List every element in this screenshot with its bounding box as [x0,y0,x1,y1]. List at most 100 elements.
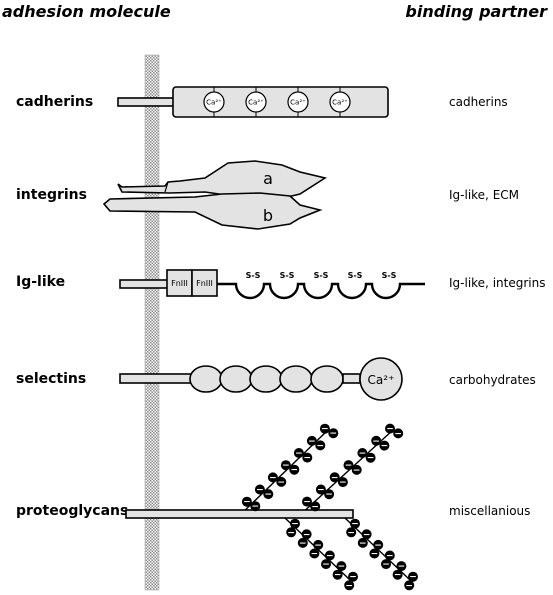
disulfide-label: S-S [314,271,329,280]
negative-charge-sign: − [321,425,329,435]
negative-charge-sign: − [311,550,319,560]
negative-charge-bead [408,571,418,582]
negative-charge-bead [365,452,376,463]
negative-charge-bead [315,440,326,451]
negative-charge-sign: − [287,528,295,538]
negative-charge-bead [344,580,355,591]
cadherin-molecule: Ca²⁺ Ca²⁺ Ca²⁺ Ca²⁺ [117,86,389,118]
negative-charge-bead [306,435,317,446]
fniii-domain-label: FnIII [171,279,188,288]
integrin-a-label: a [263,169,273,188]
negative-charge-bead [381,559,391,570]
negative-charge-bead [289,464,300,475]
negative-charge-bead [357,537,368,548]
negative-charge-sign: − [322,560,330,570]
negative-charge-sign: − [381,442,389,452]
negative-charge-bead [286,527,297,538]
negative-charge-sign: − [382,560,390,570]
header-adhesion-molecule: adhesion molecule [2,2,171,21]
proteoglycan-molecule: −−−−−−−−−−−−−−−−−−−−−−−−−−−−−−−−−−−−−−−−… [125,423,418,591]
negative-charge-sign: − [405,581,413,591]
negative-charge-sign: − [386,552,394,562]
negative-charge-bead [404,580,415,591]
negative-charge-sign: − [291,520,299,530]
negative-charge-sign: − [347,528,355,538]
negative-charge-sign: − [291,466,299,476]
label-integrins: integrins [16,187,87,203]
negative-charge-bead [328,428,339,439]
negative-charge-bead [336,561,347,572]
negative-charge-sign: − [278,478,286,488]
negative-charge-bead [321,559,331,570]
negative-charge-sign: − [331,473,339,483]
negative-charge-bead [267,472,278,483]
negative-charge-bead [343,460,354,471]
negative-charge-sign: − [394,429,402,439]
negative-charge-bead [293,448,304,458]
negative-charge-sign: − [345,461,353,471]
disulfide-label: S-S [382,271,397,280]
negative-charge-sign: − [299,539,307,549]
calcium-label: Ca²⁺ [248,99,264,107]
negative-charge-sign: − [326,552,334,562]
disulfide-label: S-S [348,271,363,280]
negative-charge-sign: − [304,454,312,464]
negative-charge-sign: − [339,478,347,488]
negative-charge-bead [324,489,335,500]
integrin-b-label: b [263,206,273,225]
negative-charge-bead [302,452,313,463]
negative-charge-sign: − [256,486,264,496]
negative-charge-bead [280,460,291,471]
negative-charge-bead [346,527,357,538]
label-ig-like: Ig-like [16,274,66,290]
negative-charge-sign: − [252,502,260,512]
gag-charges: −−−−−−−−−−−−−−−−−−−−−−−−−−−−−−−−−−−−−−−−… [241,423,418,591]
negative-charge-sign: − [314,541,322,551]
negative-charge-bead [337,477,348,488]
calcium-label: Ca²⁺ [290,99,306,107]
partner-ig-like: Ig-like, integrins [449,276,546,290]
negative-charge-bead [332,569,343,580]
negative-charge-bead [351,464,362,475]
partner-selectins: carbohydrates [449,373,536,387]
negative-charge-sign: − [409,573,417,583]
calcium-label: Ca²⁺ [206,99,222,107]
negative-charge-sign: − [317,486,325,496]
disulfide-label: S-S [246,271,261,280]
negative-charge-bead [350,518,360,529]
negative-charge-sign: − [303,530,311,540]
negative-charge-sign: − [353,466,361,476]
negative-charge-sign: − [349,573,357,583]
integrin-molecule: a b [102,160,328,230]
negative-charge-sign: − [359,449,367,459]
negative-charge-bead [297,537,308,548]
negative-charge-bead [276,476,287,487]
negative-charge-bead [313,539,324,550]
negative-charge-bead [392,569,403,580]
negative-charge-bead [396,561,407,572]
negative-charge-sign: − [308,437,316,447]
negative-charge-bead [254,484,265,495]
negative-charge-bead [371,435,382,446]
negative-charge-sign: − [265,490,273,500]
negative-charge-sign: − [243,498,251,508]
calcium-label: Ca²⁺ [368,373,395,387]
negative-charge-sign: − [372,437,380,447]
partner-integrins: Ig-like, ECM [449,188,520,202]
negative-charge-sign: − [374,541,382,551]
negative-charge-bead [319,423,330,434]
negative-charge-bead [369,548,380,559]
negative-charge-sign: − [338,562,346,572]
negative-charge-sign: − [269,473,277,483]
label-cadherins: cadherins [16,94,94,110]
negative-charge-bead [309,548,320,559]
negative-charge-bead [393,428,404,439]
fniii-domain-label: FnIII [196,279,213,288]
negative-charge-bead [373,539,384,550]
negative-charge-bead [324,550,335,561]
negative-charge-sign: − [359,539,367,549]
integrin-beta-subunit [102,192,323,230]
negative-charge-sign: − [394,571,402,581]
negative-charge-sign: − [325,490,333,500]
